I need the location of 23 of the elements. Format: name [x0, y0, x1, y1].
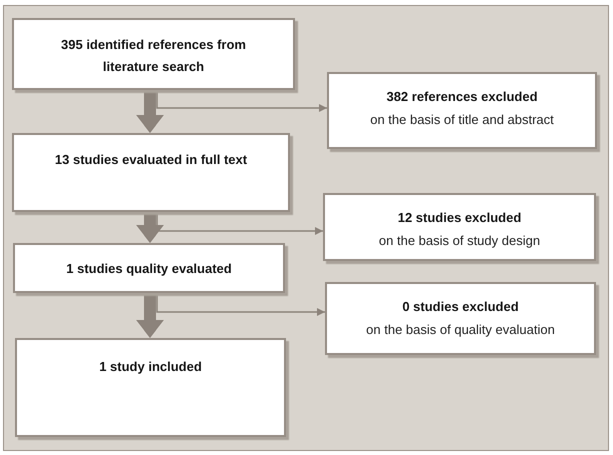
box-heading: 0 studies excluded	[402, 298, 519, 316]
box-subtext: on the basis of study design	[378, 232, 540, 250]
process-box	[15, 338, 286, 437]
box-heading: 382 references excluded	[386, 88, 538, 106]
box-heading: 12 studies excluded	[398, 209, 522, 227]
arrow	[156, 90, 327, 112]
process-box	[12, 18, 295, 90]
box-heading: 395 identified references from literature search	[60, 36, 247, 76]
process-box	[12, 133, 290, 212]
box-subtext: on the basis of quality evaluation	[366, 321, 555, 339]
process-box	[323, 193, 596, 261]
arrow	[156, 212, 323, 235]
thick-arrow	[136, 90, 164, 133]
box-heading: 13 studies evaluated in full text	[54, 151, 248, 169]
box-heading: 1 study included	[99, 358, 202, 376]
box-heading: 1 studies quality evaluated	[66, 260, 232, 278]
process-box	[327, 72, 597, 149]
arrow	[156, 293, 325, 316]
box-subtext: on the basis of title and abstract	[370, 111, 554, 129]
process-box	[13, 243, 285, 293]
process-box	[325, 282, 596, 355]
thick-arrow	[136, 212, 164, 243]
thick-arrow	[136, 293, 164, 338]
